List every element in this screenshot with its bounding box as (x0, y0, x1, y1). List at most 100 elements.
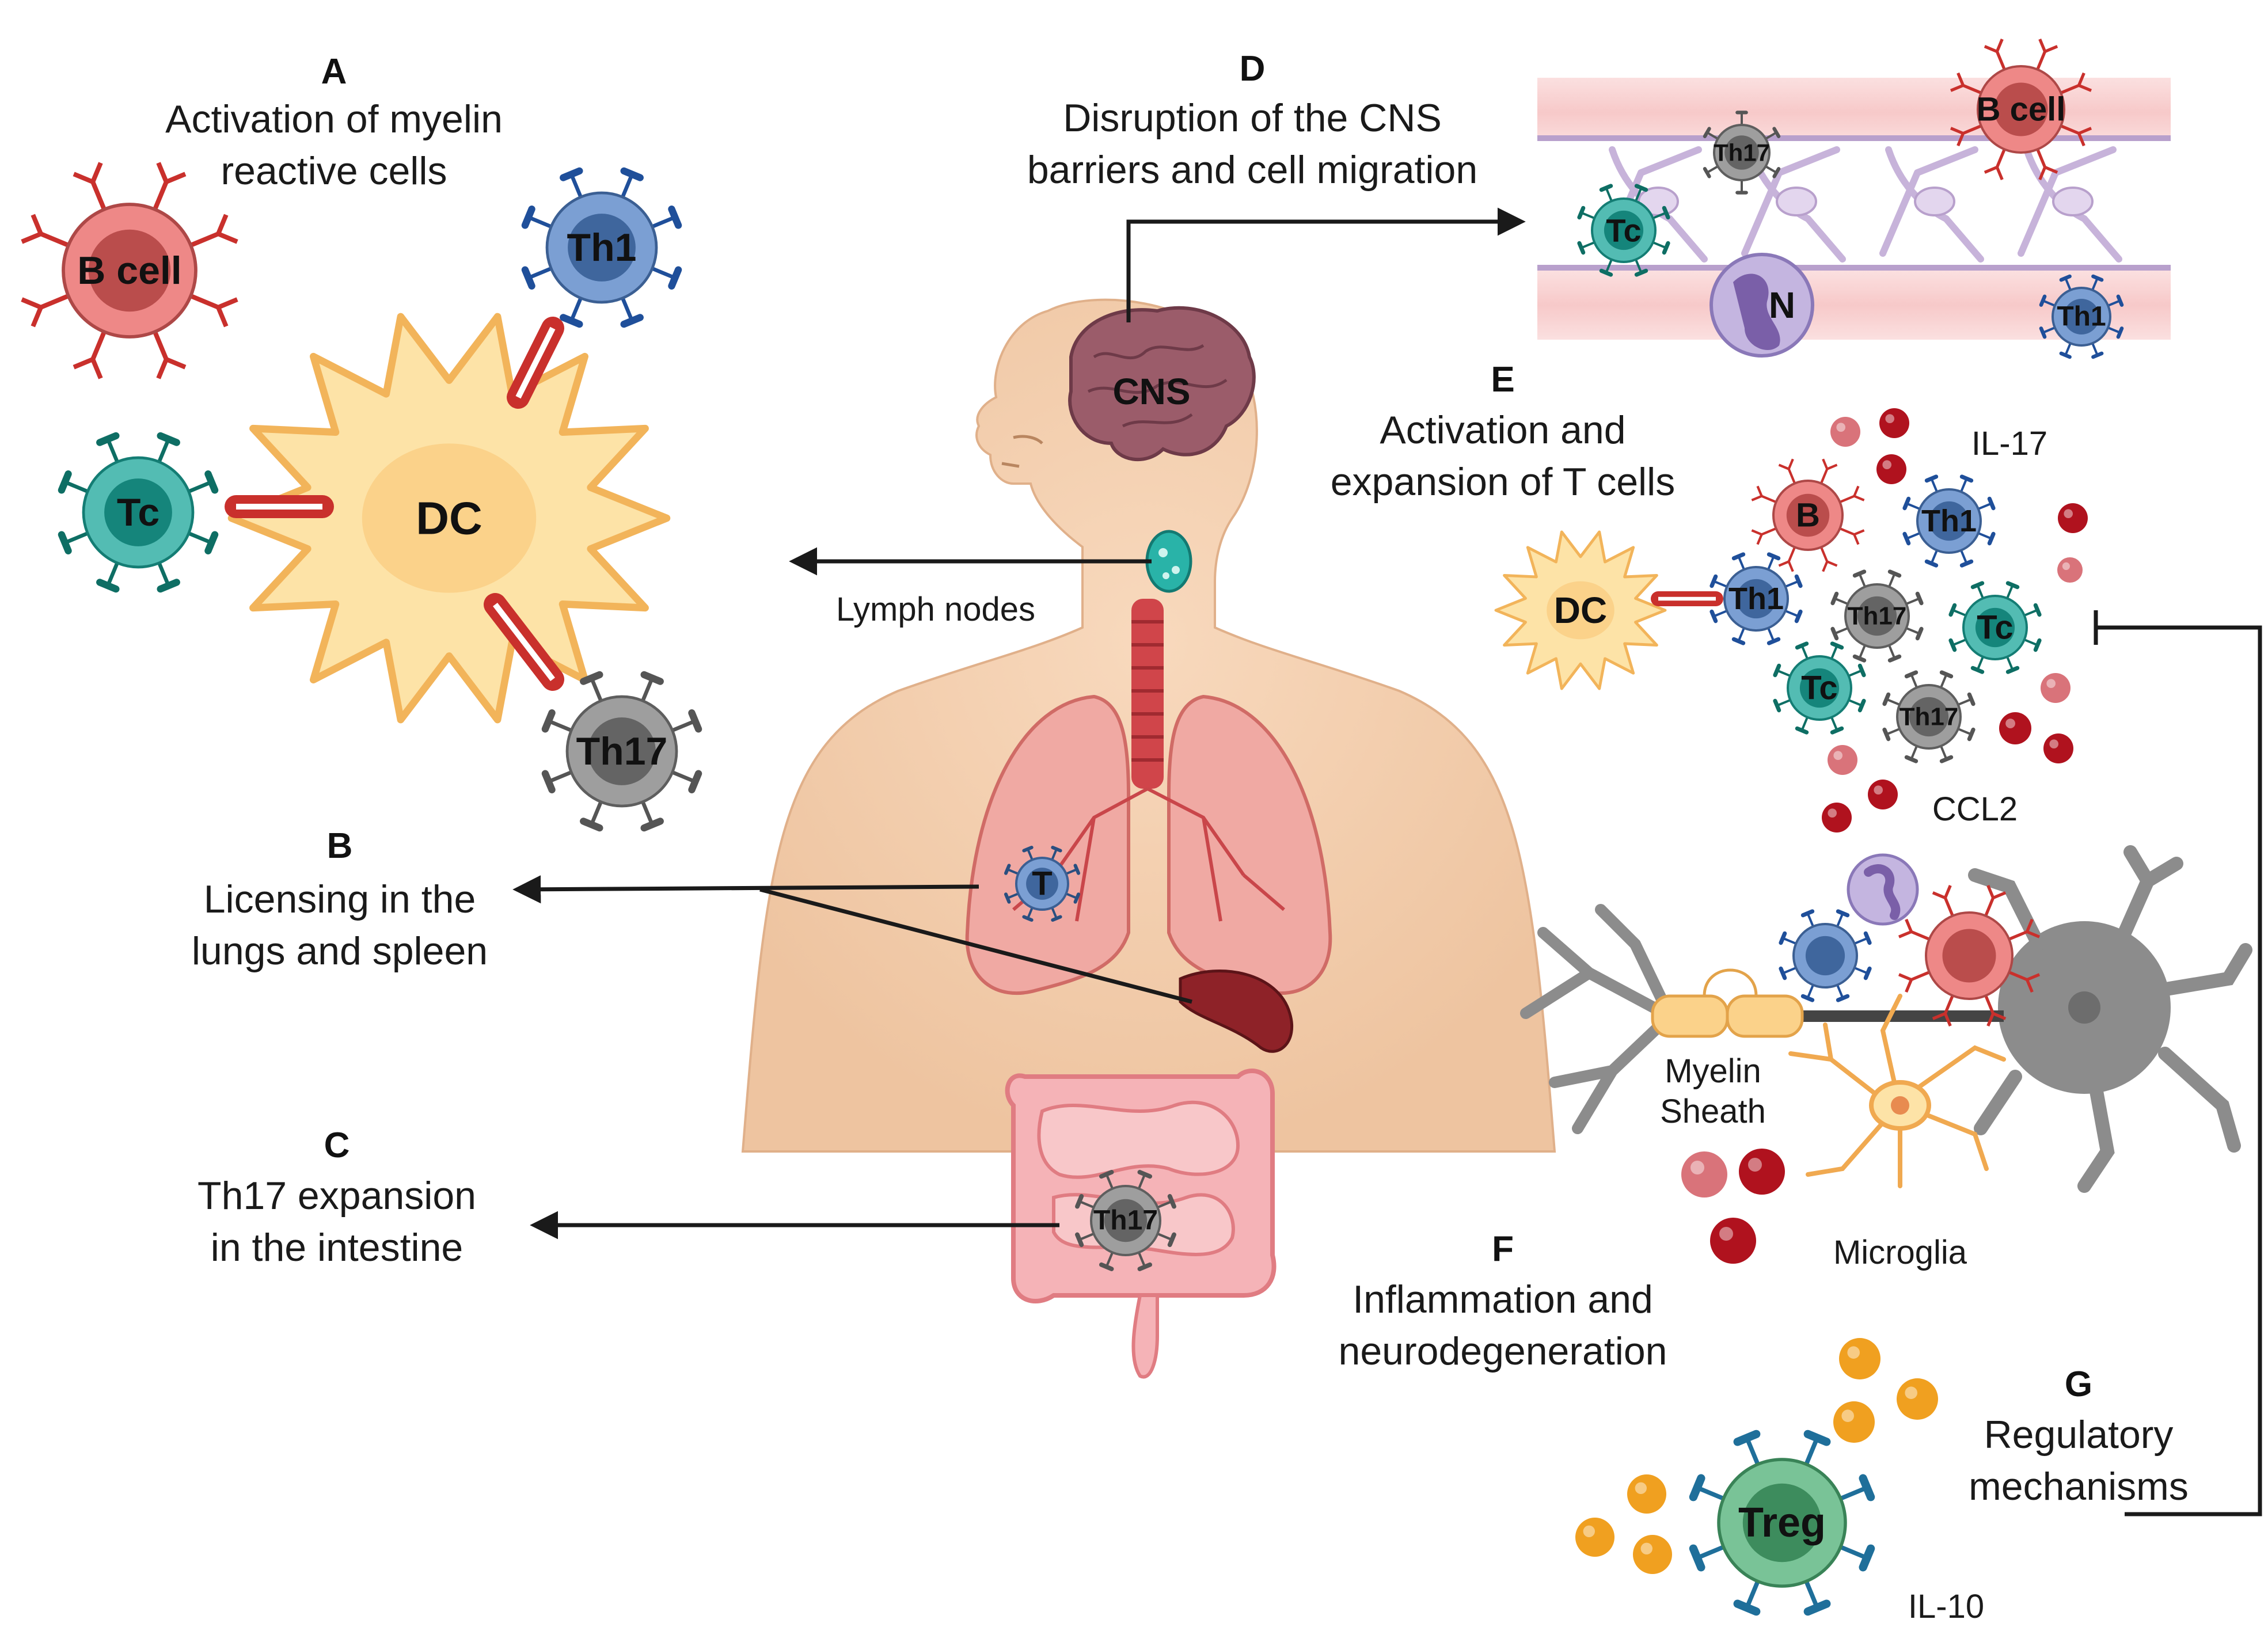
section-d-letter: D (1240, 49, 1266, 89)
myelin-sheath-icon (1651, 968, 1804, 1038)
th1-cell-a: Th1 (521, 167, 682, 328)
section-e-line2: expansion of T cells (1331, 460, 1676, 504)
section-b-line2: lungs and spleen (192, 929, 488, 973)
cytokine-red-1 (1879, 408, 1909, 438)
th17-cell-d-label: Th17 (1714, 139, 1770, 166)
th17-cell-e2: Th17 (1882, 670, 1976, 763)
t-cell-lung: T (1004, 845, 1081, 922)
inhibition-line (2096, 625, 2262, 1516)
ccl2-label: CCL2 (1932, 790, 2018, 828)
il17-label: IL-17 (1971, 425, 2047, 462)
section-c-line2: in the intestine (211, 1226, 464, 1269)
b-cell-d: B cell (1950, 38, 2092, 181)
th1-cell-e1: Th1 (1902, 474, 1996, 568)
treg-cell: Treg (1689, 1430, 1875, 1616)
cytokine-red-5 (2041, 673, 2071, 703)
cytokine-red-3 (2058, 503, 2088, 533)
section-g-letter: G (2065, 1364, 2092, 1404)
section-c: C Th17 expansion in the intestine (197, 1126, 476, 1269)
b-cell-a-label: B cell (77, 249, 181, 292)
b-cell-d-label: B cell (1977, 91, 2066, 128)
cytokine-red-13 (1710, 1218, 1756, 1264)
cytokine-red-2 (1876, 454, 1906, 484)
th17-cell-d: Th17 (1703, 111, 1781, 195)
lymph-nodes-label: Lymph nodes (836, 591, 1035, 628)
tc-cell-e1: Tc (1948, 581, 2042, 674)
cytokine-red-6 (1999, 712, 2031, 744)
th1-cell-e2: Th1 (1709, 552, 1803, 645)
th17-cell-a-label: Th17 (576, 729, 668, 773)
dc-a-label: DC (416, 493, 483, 544)
cytokine-orange-2 (1833, 1401, 1875, 1443)
b-cell-a: B cell (21, 162, 238, 379)
tc-cell-d-label: Tc (1606, 212, 1641, 249)
section-a: A Activation of myelin reactive cells (165, 52, 503, 193)
il10-label: IL-10 (1908, 1588, 1984, 1625)
cytokine-red-4 (2057, 557, 2083, 583)
trachea (1131, 599, 1164, 789)
b-cell-f (1898, 884, 2041, 1027)
neutrophil-cell: N (1709, 253, 1814, 358)
b-cell-e: B (1751, 458, 1865, 572)
t-cell-lung-label: T (1032, 865, 1052, 903)
section-g-line1: Regulatory (1984, 1413, 2174, 1457)
th17-cell-a: Th17 (541, 671, 702, 832)
myelin-label-line1: Myelin (1665, 1052, 1761, 1090)
section-d: D Disruption of the CNS barriers and cel… (1027, 49, 1477, 192)
tc-cell-a-label: Tc (117, 491, 159, 534)
section-f: F Inflammation and neurodegeneration (1339, 1229, 1667, 1373)
cytokine-orange-1 (1897, 1378, 1938, 1420)
section-d-line2: barriers and cell migration (1027, 148, 1477, 192)
th1-cell-d: Th1 (2039, 274, 2124, 359)
section-c-line1: Th17 expansion (197, 1174, 476, 1218)
cytokine-red-10 (1822, 803, 1852, 832)
section-b-letter: B (327, 826, 353, 866)
th17-cell-gut: Th17 (1075, 1170, 1176, 1271)
cns-label: CNS (1112, 371, 1190, 412)
dc-e-label: DC (1554, 590, 1607, 631)
neutrophil-label: N (1769, 284, 1795, 326)
section-c-letter: C (324, 1126, 350, 1165)
section-f-line2: neurodegeneration (1339, 1329, 1667, 1373)
microglia-cell (1788, 994, 2006, 1188)
mhc-a-th17 (484, 593, 564, 691)
th1-cell-e2-label: Th1 (1728, 581, 1784, 616)
section-f-letter: F (1492, 1229, 1514, 1269)
cytokine-orange-0 (1839, 1338, 1880, 1379)
cytokine-orange-5 (1633, 1535, 1672, 1574)
dc-e: DC (1494, 530, 1667, 690)
section-g-line2: mechanisms (1969, 1465, 2189, 1508)
microglia-label: Microglia (1833, 1234, 1967, 1271)
th17-cell-e1: Th17 (1830, 569, 1924, 663)
section-e-letter: E (1491, 360, 1514, 400)
brain: CNS (1068, 306, 1256, 462)
cytokine-red-9 (1868, 780, 1898, 809)
spleen-link-line (759, 887, 1192, 1004)
tc-cell-e1-label: Tc (1977, 609, 2013, 647)
cytokine-orange-3 (1627, 1474, 1666, 1514)
section-a-line1: Activation of myelin (165, 97, 503, 141)
neuron (1520, 845, 2252, 1193)
th1-cell-d-label: Th1 (2057, 302, 2106, 332)
section-e-line1: Activation and (1380, 408, 1625, 452)
section-g: G Regulatory mechanisms (1969, 1364, 2189, 1508)
cytokine-dots (1575, 408, 2088, 1574)
th17-cell-e1-label: Th17 (1848, 602, 1907, 630)
section-b: B Licensing in the lungs and spleen (192, 826, 488, 973)
cytokine-orange-4 (1575, 1518, 1614, 1557)
tc-cell-e2-label: Tc (1801, 670, 1837, 707)
th1-cell-e1-label: Th1 (1921, 504, 1977, 538)
lymph-node-icon (1145, 530, 1192, 593)
section-a-line2: reactive cells (221, 149, 447, 193)
tc-cell-e2: Tc (1773, 641, 1866, 735)
th17-cell-e2-label: Th17 (1900, 703, 1959, 731)
spleen (1179, 970, 1294, 1053)
neutrophil-f (1847, 853, 1919, 926)
tc-cell-d: Tc (1577, 184, 1670, 277)
arrow-to-b (512, 875, 979, 904)
section-a-letter: A (321, 52, 347, 92)
cytokine-red-11 (1681, 1151, 1727, 1198)
